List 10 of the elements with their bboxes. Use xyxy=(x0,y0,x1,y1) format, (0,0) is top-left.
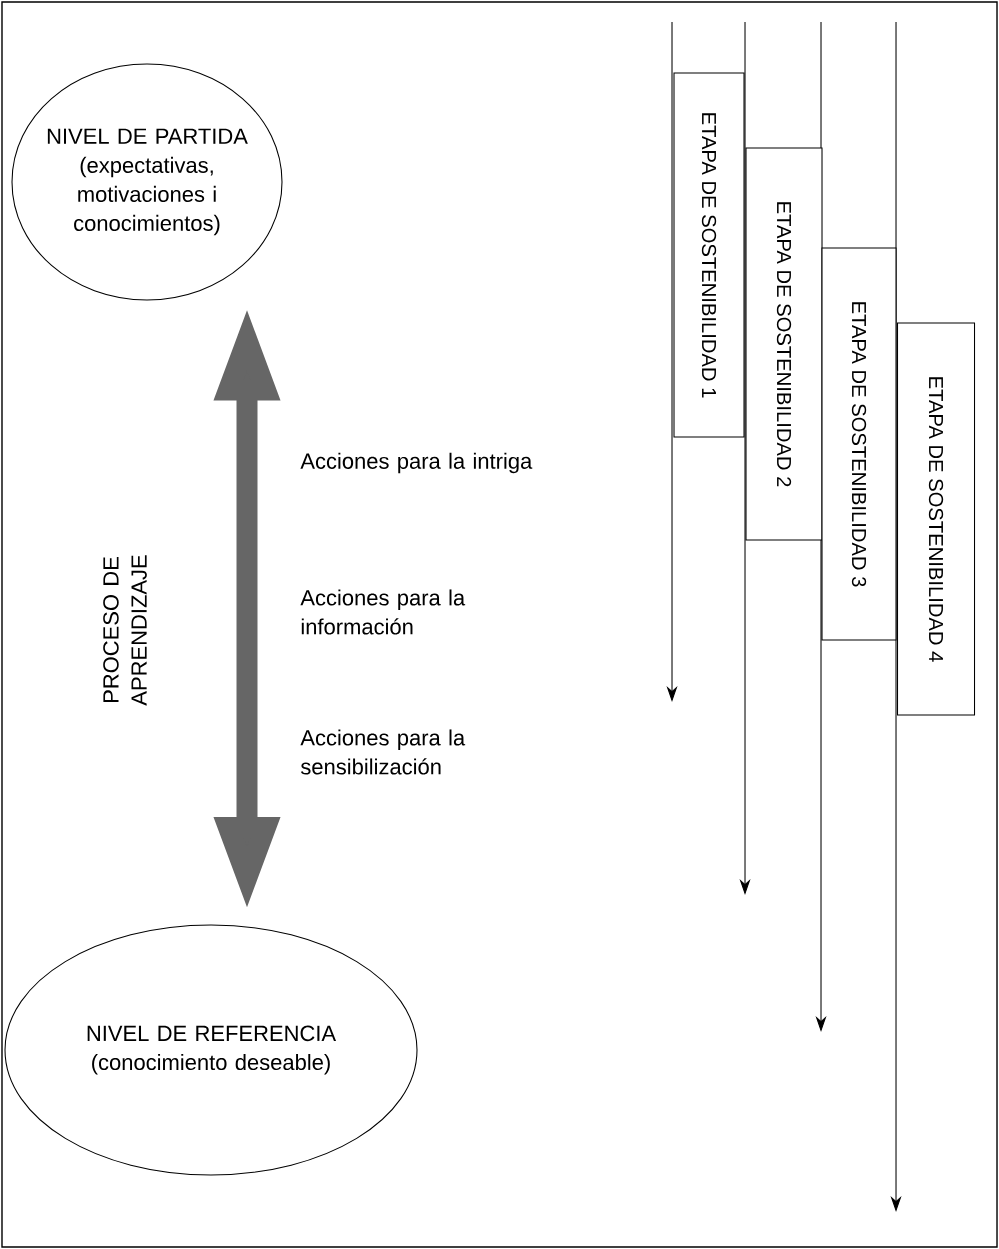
action-label: Acciones para la intriga xyxy=(300,452,533,474)
ellipse-node: NIVEL DE PARTIDA (expectativas, motivaciones i conocimientos) xyxy=(11,63,283,301)
action-label: Acciones para la sensibilización xyxy=(300,729,466,775)
action-label: Acciones para la información xyxy=(300,589,466,635)
rotated-label: PROCESO DE APRENDIZAJE xyxy=(103,555,147,706)
ellipse-node: NIVEL DE REFERENCIA (conocimiento deseable) xyxy=(4,924,418,1176)
stage-box: ETAPA DE SOSTENIBILIDAD 2 xyxy=(745,147,823,541)
stage-box: ETAPA DE SOSTENIBILIDAD 1 xyxy=(673,72,745,438)
stage-box: ETAPA DE SOSTENIBILIDAD 3 xyxy=(821,247,897,641)
stage-box: ETAPA DE SOSTENIBILIDAD 4 xyxy=(897,322,976,716)
